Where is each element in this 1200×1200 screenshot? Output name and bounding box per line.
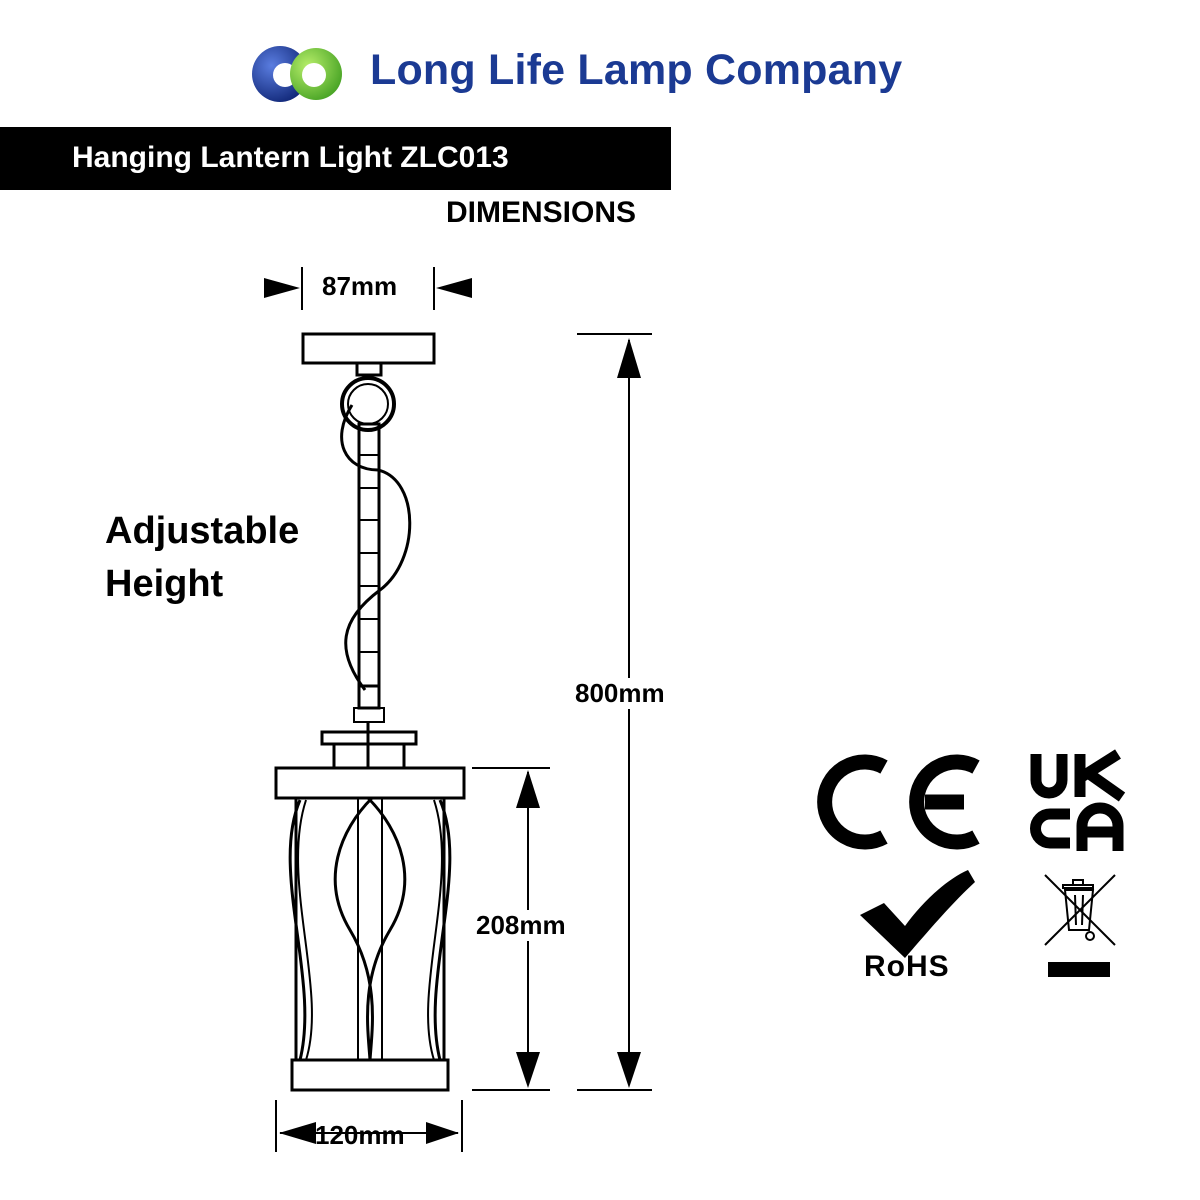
ce-mark-icon	[817, 754, 980, 850]
hanging-ring	[340, 376, 396, 432]
twisted-bar-right-2	[427, 799, 443, 1061]
twisted-bar-diag-1	[333, 796, 374, 1061]
power-cable	[340, 404, 412, 691]
arrow-body-top	[516, 770, 540, 808]
arrow-overall-bottom	[617, 1052, 641, 1088]
title-bar	[0, 127, 671, 190]
rohs-label: RoHS	[864, 950, 950, 983]
arrow-top-width-left	[264, 278, 300, 298]
ceiling-plate	[301, 332, 436, 365]
arrow-top-width-right	[436, 278, 472, 298]
arrow-overall-top	[617, 338, 641, 378]
ukca-mark-icon	[1030, 749, 1126, 851]
twisted-bar-right-1	[433, 799, 452, 1061]
company-logo-icon	[252, 46, 342, 102]
rohs-checkmark-icon	[860, 870, 975, 958]
overall-height-label: 800mm	[573, 678, 667, 709]
lantern-bottom-rim	[290, 1058, 450, 1092]
arrow-bottom-left	[279, 1122, 316, 1144]
bottom-width-label: 120mm	[315, 1120, 405, 1150]
twisted-bar-diag-2	[366, 796, 407, 1061]
twisted-bar-left-1	[288, 799, 307, 1061]
section-subtitle: DIMENSIONS	[446, 196, 637, 229]
plate-stem	[355, 361, 383, 377]
product-title: Hanging Lantern Light ZLC013	[72, 141, 509, 174]
lantern-center-tube	[357, 797, 383, 1061]
arrow-bottom-right	[426, 1122, 459, 1144]
arrow-body-bottom	[516, 1052, 540, 1088]
twisted-bar-left-2	[297, 799, 313, 1061]
lantern-top-rim	[274, 766, 466, 800]
chain-connector	[357, 684, 381, 710]
company-name: Long Life Lamp Company	[370, 46, 903, 94]
hanging-ring-inner	[347, 383, 389, 425]
chain	[357, 422, 381, 688]
adjustable-note-line2: Height	[105, 563, 224, 605]
weee-crossed-bin-icon	[1044, 874, 1116, 946]
weee-bar	[1048, 962, 1110, 977]
adjustable-note-line1: Adjustable	[105, 510, 300, 552]
body-height-label: 208mm	[474, 910, 568, 941]
top-width-label: 87mm	[322, 271, 398, 301]
